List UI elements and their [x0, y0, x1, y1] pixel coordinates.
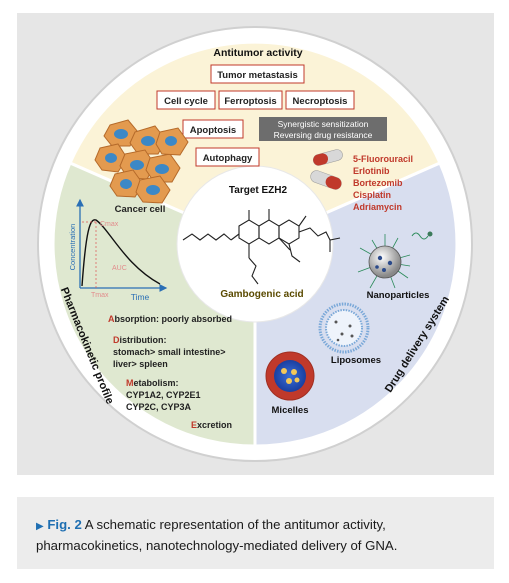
micelle-icon	[265, 351, 315, 401]
caption-arrow-icon: ▶	[36, 521, 44, 532]
micelles-label: Micelles	[272, 405, 309, 416]
mechanism-apoptosis: Apoptosis	[182, 119, 244, 139]
antitumor-title: Antitumor activity	[213, 47, 302, 59]
liposomes-label: Liposomes	[331, 355, 381, 366]
mechanism-tumor-metastasis: Tumor metastasis	[210, 64, 305, 84]
tmax-label: Tmax	[91, 292, 109, 299]
drug-capsule-icon	[310, 149, 343, 190]
cmax-label: Cmax	[100, 221, 119, 228]
drug-bortezomib: Bortezomib	[353, 178, 403, 188]
nanoparticle-icon	[357, 231, 433, 289]
compound-label: Gambogenic acid	[220, 289, 303, 300]
excretion-text: Excretion	[191, 420, 232, 430]
cancer-cell-icon	[94, 119, 189, 204]
pk-graph	[76, 198, 168, 292]
liposome-icon	[318, 302, 370, 354]
nanoparticles-label: Nanoparticles	[367, 290, 430, 301]
distribution-text: Distribution:	[113, 335, 167, 345]
figure-caption: ▶ Fig. 2 A schematic representation of t…	[36, 515, 476, 555]
drug-erlotinib: Erlotinib	[353, 166, 390, 176]
svg-text:Synergistic sensitization: Synergistic sensitization	[278, 119, 369, 129]
svg-text:Apoptosis: Apoptosis	[190, 125, 236, 136]
pk-yaxis-label: Concentration	[68, 224, 77, 271]
svg-text:Autophagy: Autophagy	[203, 153, 253, 164]
pk-xaxis-label: Time	[131, 292, 150, 302]
cancer-cell-label: Cancer cell	[115, 204, 166, 215]
svg-text:Tumor metastasis: Tumor metastasis	[217, 70, 298, 81]
drug-adriamycin: Adriamycin	[353, 202, 402, 212]
gambogenic-acid-structure	[182, 209, 341, 285]
metabolism-line3: CYP2C, CYP3A	[126, 402, 192, 412]
caption-box	[17, 497, 494, 569]
mechanism-cell-cycle: Cell cycle	[156, 90, 216, 110]
mechanism-necroptosis: Necroptosis	[285, 90, 355, 110]
drug-cisplatin: Cisplatin	[353, 190, 391, 200]
metabolism-line2: CYP1A2, CYP2E1	[126, 390, 201, 400]
auc-label: AUC	[112, 265, 127, 272]
caption-label: Fig. 2	[47, 517, 82, 532]
mechanism-autophagy: Autophagy	[195, 147, 260, 167]
drug-5fu: 5-Fluorouracil	[353, 154, 413, 164]
synergy-box: Synergistic sensitization Reversing drug…	[259, 117, 387, 141]
caption-text: A schematic representation of the antitu…	[36, 517, 398, 553]
metabolism-text: Metabolism:	[126, 378, 179, 388]
distribution-line2: stomach> small intestine>	[113, 347, 226, 357]
mechanism-ferroptosis: Ferroptosis	[218, 90, 283, 110]
svg-text:Ferroptosis: Ferroptosis	[224, 96, 276, 107]
svg-text:Necroptosis: Necroptosis	[293, 96, 348, 107]
target-label: Target EZH2	[229, 185, 288, 196]
absorption-text: Absorption: poorly absorbed	[108, 314, 232, 324]
distribution-line3: liver> spleen	[113, 359, 168, 369]
svg-text:Reversing drug resistance: Reversing drug resistance	[274, 130, 373, 140]
svg-text:Cell cycle: Cell cycle	[164, 96, 208, 107]
